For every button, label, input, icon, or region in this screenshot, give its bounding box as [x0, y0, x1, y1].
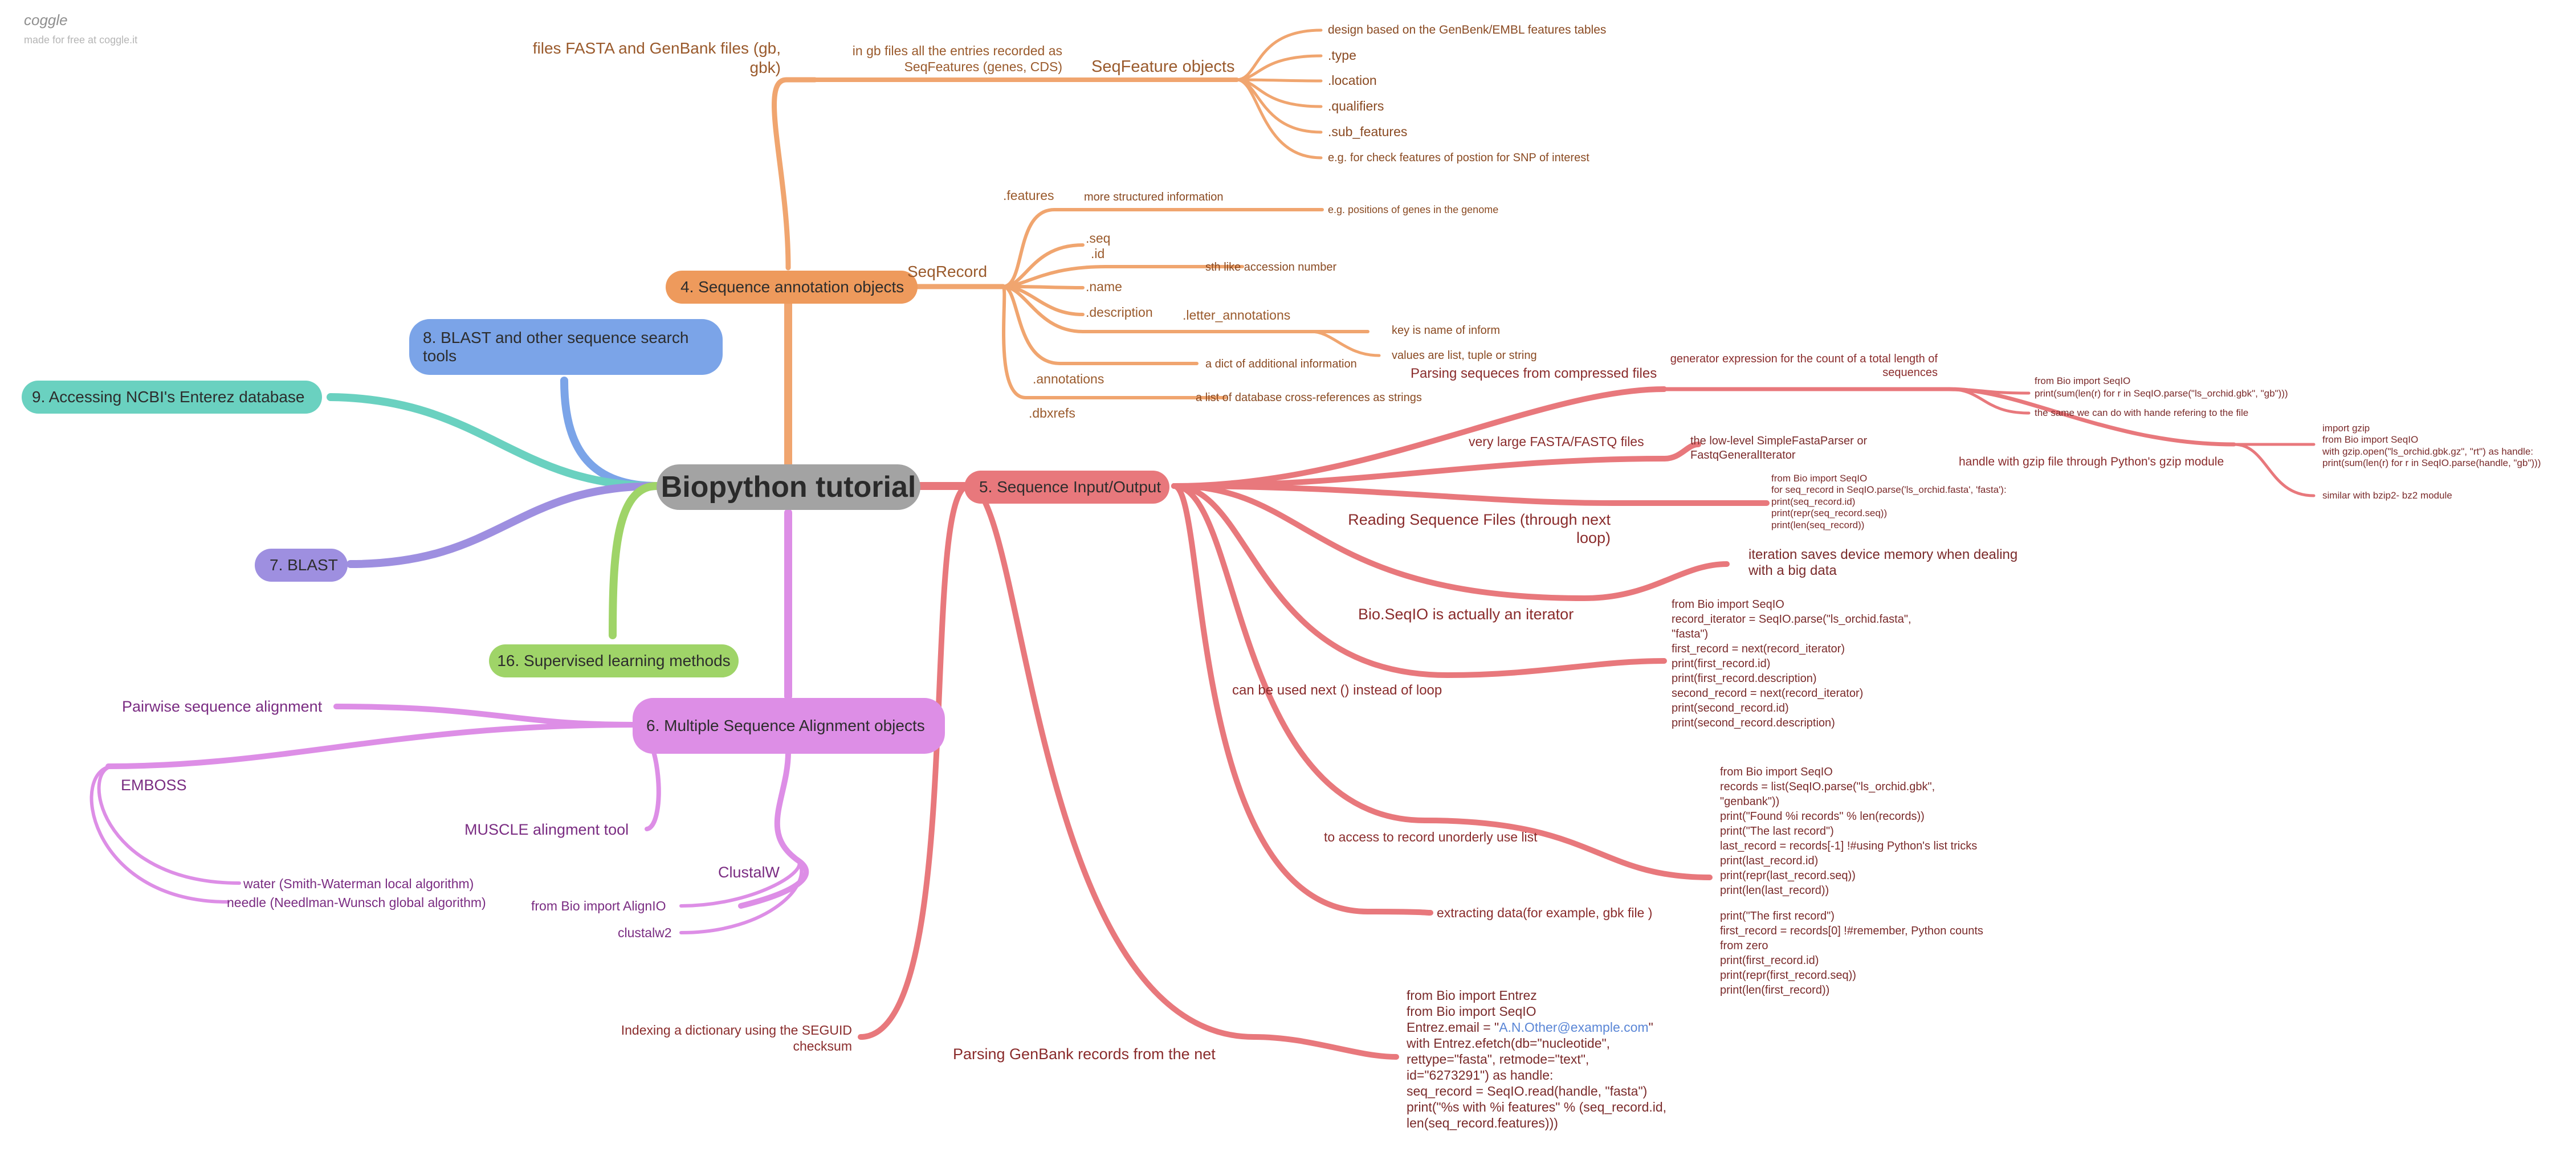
next-instead-of-loop: can be used next () instead of loop [1232, 683, 1442, 698]
seqfeature-item-location: .location [1328, 73, 1377, 88]
branch-sequence-io[interactable]: 5. Sequence Input/Output [964, 471, 1169, 504]
next-code: from Bio import SeqIO record_iterator = … [1672, 598, 1911, 729]
gb-entries-seqfeatures: in gb files all the entries recorded as … [852, 43, 1062, 74]
seqfeature-item-qualifiers: .qualifiers [1328, 99, 1384, 113]
xrefs-note: a list of database cross-references as s… [1196, 391, 1422, 404]
annotations-attr: .annotations [1033, 371, 1104, 386]
compressed-files: Parsing sequeces from compressed files [1411, 366, 1657, 381]
more-structured-info: more structured information [1084, 191, 1224, 203]
clustalw: ClustalW [718, 864, 780, 881]
seqfeature-objects: SeqFeature objects [1091, 58, 1235, 76]
seqfeature-item-design: design based on the GenBenk/EMBL feature… [1328, 23, 1607, 36]
link-root-b16 [609, 482, 661, 639]
seqfeature-item-type: .type [1328, 48, 1356, 63]
name-attr: .name [1086, 279, 1122, 294]
alignio-import: from Bio import AlignIO [531, 898, 666, 913]
large-fasta-fastq: very large FASTA/FASTQ files [1469, 434, 1644, 449]
entrez-code: from Bio import Entrez from Bio import S… [1407, 987, 1666, 1131]
letter-annotations-attr: .letter_annotations [1183, 308, 1291, 322]
gzip-code: import gzip from Bio import SeqIO with g… [2322, 423, 2541, 469]
description-attr: .description [1086, 305, 1153, 320]
dict-info-note: a dict of additional information [1205, 358, 1357, 370]
list-code: from Bio import SeqIO records = list(Seq… [1720, 766, 1978, 897]
coggle-logo: coggle [24, 11, 68, 28]
branch-blast[interactable]: 7. BLAST [255, 549, 348, 582]
branch-blast-search-label: 8. BLAST and other sequence search tools [423, 328, 689, 365]
bzip-note: similar with bzip2- bz2 module [2322, 490, 2452, 501]
seguid-index: Indexing a dictionary using the SEGUID c… [621, 1023, 852, 1053]
reading-sequence-files: Reading Sequence Files (through next loo… [1348, 511, 1611, 547]
branch-entrez[interactable]: 9. Accessing NCBI's Enterez database [22, 381, 322, 414]
seq-attr: .seq [1086, 231, 1111, 246]
dbxrefs-attr: .dbxrefs [1029, 406, 1075, 420]
branch-sequence-annotation[interactable]: 4. Sequence annotation objects [666, 271, 918, 304]
values-list-note: values are list, tuple or string [1392, 349, 1537, 362]
gene-positions-example: e.g. positions of genes in the genome [1328, 204, 1499, 215]
entrez-code-end: " with Entrez.efetch(db="nucleotide", re… [1407, 1020, 1667, 1131]
files-fasta-genbank: files FASTA and GenBank files (gb, gbk) [532, 39, 781, 76]
link-root-b7 [347, 482, 661, 568]
seqfeature-item-subfeatures: .sub_features [1328, 124, 1408, 139]
link-root-b9 [327, 393, 661, 490]
branch-msa[interactable]: 6. Multiple Sequence Alignment objects [633, 698, 945, 754]
genbank-from-net: Parsing GenBank records from the net [953, 1045, 1216, 1063]
seqrecord-label: SeqRecord [907, 263, 988, 280]
accession-note: sth like accession number [1205, 261, 1337, 273]
entrez-code-start: from Bio import Entrez from Bio import S… [1407, 988, 1537, 1035]
features-attr: .features [1003, 188, 1054, 203]
pairwise-alignment: Pairwise sequence alignment [122, 698, 323, 715]
branch-supervised-learning[interactable]: 16. Supervised learning methods [489, 644, 739, 677]
unordered-access-list: to access to record unorderly use list [1324, 830, 1538, 844]
lowlevel-parser: the low-level SimpleFastaParser or Fastq… [1690, 435, 1868, 461]
iteration-memory: iteration saves device memory when deali… [1748, 547, 2018, 578]
handle-ref-note: the same we can do with hande refering t… [2035, 407, 2249, 418]
seqio-iterator: Bio.SeqIO is actually an iterator [1358, 606, 1574, 623]
coggle-tagline: made for free at coggle.it [24, 34, 138, 46]
first-record-code: print("The first record") first_record =… [1720, 910, 1983, 996]
emboss-needle: needle (Needlman-Wunsch global algorithm… [227, 895, 486, 910]
muscle-tool: MUSCLE alingment tool [464, 821, 629, 838]
link-root-b8 [560, 377, 661, 490]
entrez-email-link[interactable]: A.N.Other@example.com [1499, 1020, 1649, 1035]
id-attr: .id [1091, 246, 1105, 261]
emboss-water: water (Smith-Waterman local algorithm) [243, 876, 474, 891]
branch-msa-label: 6. Multiple Sequence Alignment objects [646, 716, 925, 734]
gzip-handle: handle with gzip file through Python's g… [1959, 455, 2224, 468]
root-node[interactable]: Biopython tutorial [657, 464, 920, 510]
extracting-data: extracting data(for example, gbk file ) [1437, 905, 1653, 920]
emboss: EMBOSS [121, 777, 187, 794]
clustalw2: clustalw2 [618, 925, 672, 940]
key-name-note: key is name of inform [1392, 324, 1501, 337]
seqfeature-item-snp: e.g. for check features of postion for S… [1328, 152, 1589, 164]
generator-expression: generator expression for the count of a … [1670, 353, 1938, 379]
branch-blast-search[interactable]: 8. BLAST and other sequence search tools [409, 319, 723, 375]
genexpr-code: from Bio import SeqIO print(sum(len(r) f… [2035, 375, 2288, 399]
reading-code: from Bio import SeqIO for seq_record in … [1771, 473, 2007, 530]
